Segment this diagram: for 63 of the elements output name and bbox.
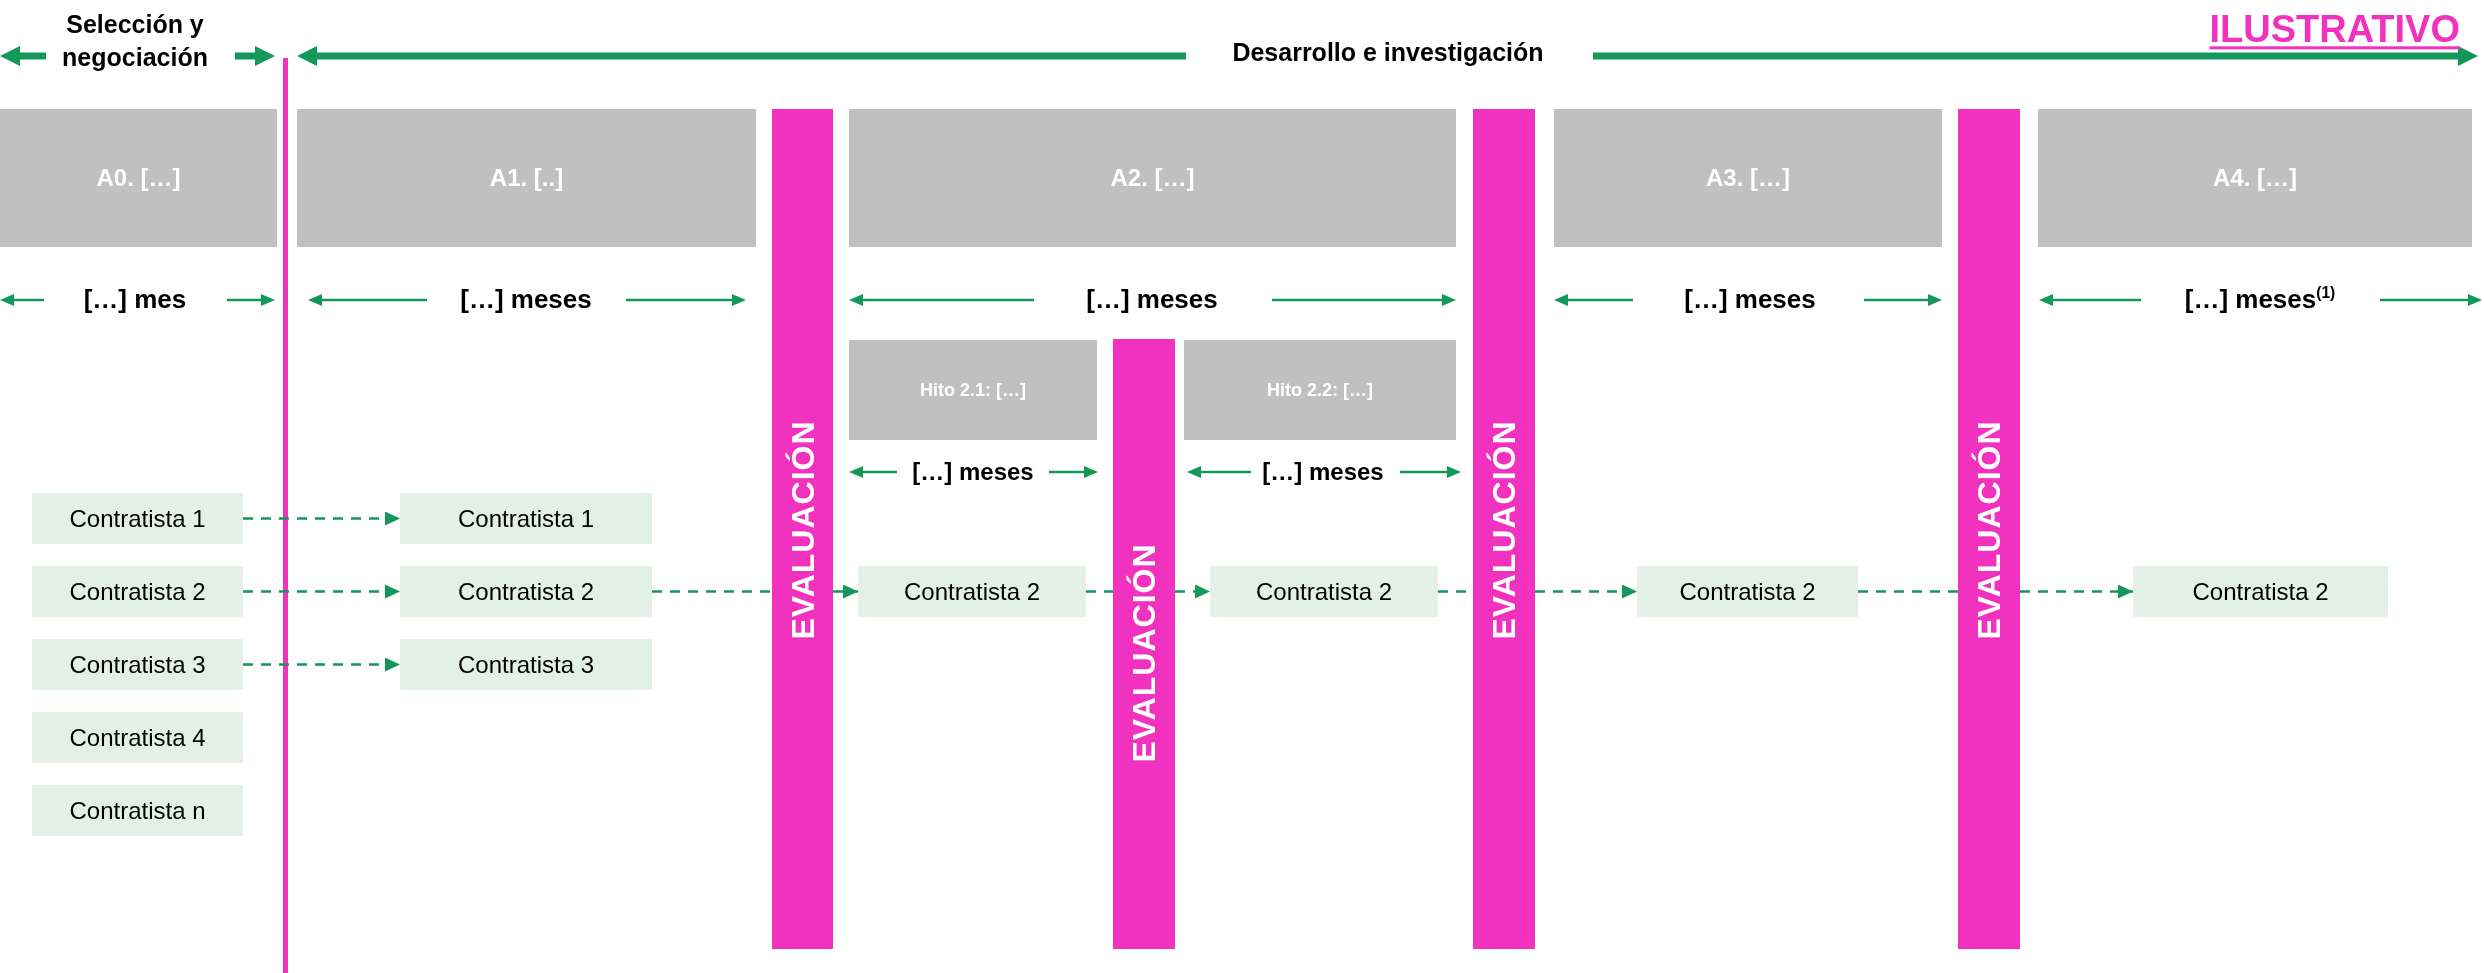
contractor-box [400,493,652,544]
contractor-box [32,639,243,690]
stamp-text: ILUSTRATIVO [2208,7,2460,53]
span-label: Selección y negociación [61,8,209,73]
dashed-arrow [2020,584,2133,599]
box-label: Contratista 2 [1255,577,1393,606]
contractor-box [1210,566,1438,617]
milestone-box [1184,340,1456,440]
box-label: A4. […] [2213,164,2297,192]
evaluation-bar [1473,109,1535,949]
dashed-arrow [1535,584,1637,599]
box-label: Contratista 2 [2192,577,2329,606]
evaluation-bar [1113,339,1175,949]
evaluation-bar [772,109,833,949]
box-label: Contratista 1 [69,504,206,533]
dashed-arrow [1175,584,1210,599]
span-label: […] meses [1683,283,1817,317]
box-label: Contratista 2 [457,577,595,606]
box-label: Contratista 2 [1679,577,1816,606]
phase-box [2038,109,2472,247]
contractor-box [400,566,652,617]
box-label: Contratista 4 [69,723,206,752]
box-label: A0. […] [96,164,181,192]
dashed-arrow [243,657,400,672]
evaluation-label: EVALUACIÓN [1970,420,2008,640]
contractor-box [32,566,243,617]
span-label: […] meses$^{(1)}$ [2183,283,2337,317]
box-label: Contratista 1 [457,504,595,533]
contractor-box [400,639,652,690]
box-label: A1. [..] [489,164,564,192]
span-label: […] meses [1085,283,1219,317]
span-label: […] meses [911,457,1035,488]
span-label: […] mes [82,283,188,317]
contractor-box [858,566,1086,617]
contractor-box [1637,566,1858,617]
box-label: Contratista 3 [457,650,595,679]
dashed-arrow [243,584,400,599]
evaluation-label: EVALUACIÓN [1485,420,1523,640]
phase-box [1554,109,1942,247]
span-label: […] meses [459,283,593,317]
span-label: Desarrollo e investigación [1231,36,1545,68]
evaluation-bar [1958,109,2020,949]
milestone-box [849,340,1097,440]
dashed-arrow [243,511,400,526]
box-label: A3. […] [1706,164,1790,192]
box-label: Contratista 2 [903,577,1041,606]
phase-box [849,109,1456,247]
span-label: […] meses [1261,457,1385,488]
dashed-arrow [833,584,858,599]
evaluation-label: EVALUACIÓN [1125,543,1163,763]
contractor-box [32,712,243,763]
box-label: Contratista 3 [69,650,206,679]
contractor-box [32,493,243,544]
phase-box [297,109,756,247]
phase-box [0,109,277,247]
box-label: Contratista n [69,796,206,825]
evaluation-label: EVALUACIÓN [784,420,821,640]
box-label: Hito 2.2: […] [1267,379,1373,401]
box-label: A2. […] [1110,164,1195,192]
box-label: Contratista 2 [69,577,206,606]
contractor-box [2133,566,2388,617]
box-label: Hito 2.1: […] [920,379,1026,401]
contractor-box [32,785,243,836]
